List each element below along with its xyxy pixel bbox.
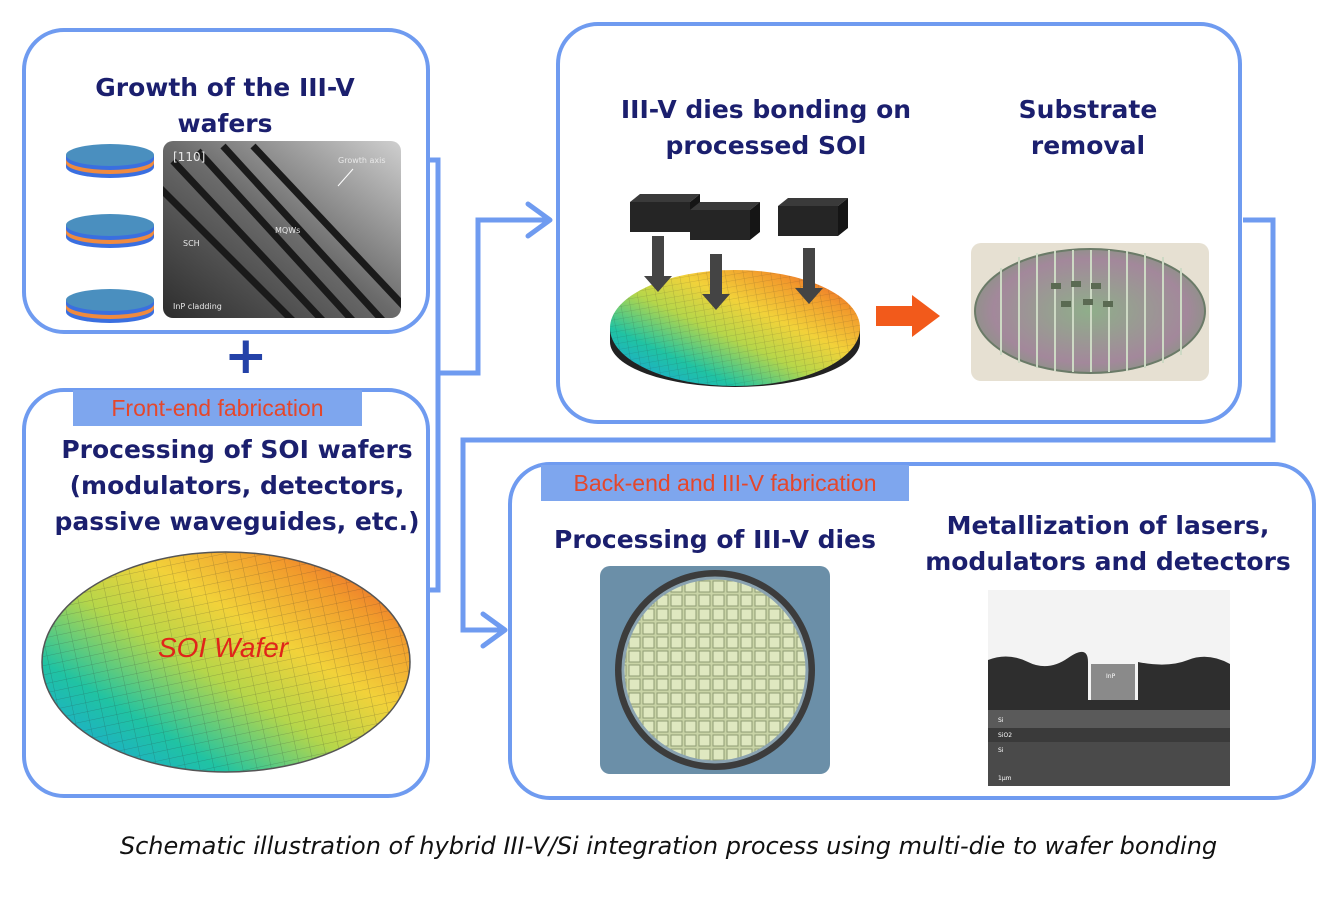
- figure-caption: Schematic illustration of hybrid III-V/S…: [119, 832, 1218, 860]
- down-arrow-icon: [795, 248, 823, 304]
- iii-v-die-icon: [630, 194, 700, 232]
- bonding-title-line2: processed SOI: [665, 131, 867, 160]
- tem-label-sch: SCH: [183, 239, 200, 248]
- front-end-title-line3: passive waveguides, etc.): [54, 507, 420, 536]
- flow-arrowheads: [480, 201, 553, 649]
- sem-label-sio2: SiO2: [998, 732, 1012, 739]
- bonding-down-arrows: [644, 236, 823, 310]
- front-end-title-line2: (modulators, detectors,: [69, 471, 405, 500]
- plus-sign: +: [224, 326, 268, 386]
- tem-label-cladding: InP cladding: [173, 302, 222, 311]
- sem-label-si: Si: [998, 717, 1004, 724]
- sem-scale-bar: 1µm: [998, 775, 1012, 782]
- sem-label-si2: Si: [998, 747, 1004, 754]
- back-end-tag: Back-end and III-V fabrication: [541, 465, 909, 501]
- substrate-title: Substrate removal: [998, 92, 1178, 164]
- growth-title-line1: Growth of the III-V: [95, 73, 355, 102]
- sem-inp-mesa: [1091, 664, 1135, 700]
- arrowhead-backend: [480, 611, 508, 649]
- substrate-removed-wafer-photo: [971, 243, 1209, 381]
- process-arrow-icon: [876, 295, 940, 337]
- connector-to-bonding: [438, 217, 548, 376]
- iii-v-wafer-icon: [66, 214, 154, 248]
- metallization-title: Metallization of lasers, modulators and …: [918, 508, 1298, 580]
- growth-title-line2: wafers: [177, 109, 273, 138]
- processed-soi-wafer: [610, 270, 860, 387]
- iii-v-wafer-icon: [66, 289, 154, 323]
- tem-label-mqw: MQWs: [275, 226, 300, 235]
- iii-v-wafer-icon: [66, 144, 154, 178]
- connector-to-backend: [460, 217, 1276, 633]
- tem-label-orientation: [110]: [173, 150, 205, 164]
- soi-wafer-label: SOI Wafer: [158, 632, 289, 663]
- bonding-illustration: [610, 194, 860, 387]
- substrate-title-line2: removal: [1030, 131, 1146, 160]
- processing-dies-title: Processing of III-V dies: [554, 525, 876, 554]
- down-arrow-icon: [702, 254, 730, 310]
- bonding-title-line1: III-V dies bonding on: [620, 95, 912, 124]
- processed-dies-wafer-photo: [600, 566, 830, 774]
- iii-v-die-icon: [690, 202, 760, 240]
- substrate-title-line1: Substrate: [1018, 95, 1158, 124]
- tem-growth-arrow: [337, 168, 354, 187]
- front-end-title-line1: Processing of SOI wafers: [61, 435, 413, 464]
- iii-v-die-icon: [778, 198, 848, 236]
- metallization-title-line2: modulators and detectors: [925, 547, 1291, 576]
- soi-wafer-image: [41, 551, 411, 773]
- front-end-title: Processing of SOI wafers (modulators, de…: [42, 432, 432, 540]
- bonding-title: III-V dies bonding on processed SOI: [586, 92, 946, 164]
- sem-cross-section-photo: InP Si SiO2 Si 1µm: [988, 590, 1230, 786]
- iii-v-wafer-stack: [66, 144, 154, 323]
- tem-label-growth: Growth axis: [338, 156, 386, 165]
- arrowhead-bonding: [525, 201, 553, 239]
- growth-title: Growth of the III-V wafers: [40, 70, 410, 142]
- sem-label-inp: InP: [1106, 673, 1116, 680]
- down-arrow-icon: [644, 236, 672, 292]
- tem-micrograph: [110] Growth axis SCH MQWs InP cladding: [163, 141, 401, 318]
- flow-connectors: [428, 157, 1276, 633]
- metallization-title-line1: Metallization of lasers,: [946, 511, 1270, 540]
- front-end-tag: Front-end fabrication: [73, 390, 362, 426]
